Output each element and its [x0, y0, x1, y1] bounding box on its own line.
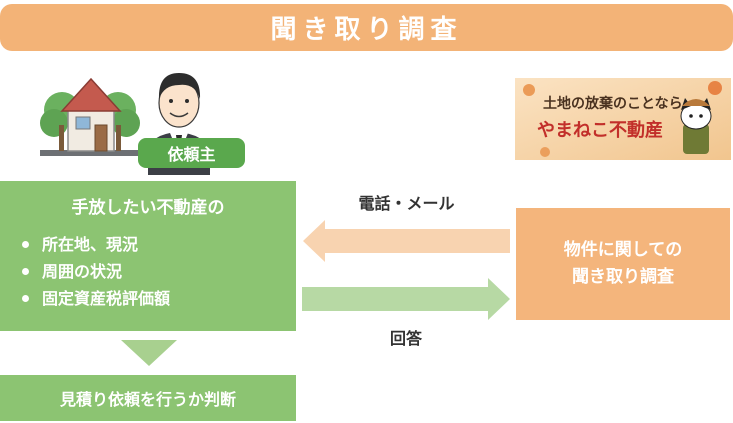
answer-label: 回答 [389, 329, 422, 348]
right-arrow-icon [302, 278, 510, 320]
bullet-icon [22, 268, 29, 275]
list-item: 所在地、現況 [22, 231, 170, 258]
contact-method-label: 電話・メール [358, 194, 455, 213]
client-label: 依頼主 [138, 138, 245, 168]
company-logo: 土地の放棄のことなら やまねこ不動産 [515, 78, 731, 160]
logo-tagline: 土地の放棄のことなら [543, 95, 683, 111]
down-arrow-icon [121, 340, 177, 366]
survey-box: 物件に関しての 聞き取り調査 [516, 208, 730, 320]
decision-box: 見積り依頼を行うか判断 [0, 375, 296, 421]
client-info-box: 手放したい不動産の 所在地、現況 周囲の状況 固定資産税評価額 [0, 181, 296, 331]
list-item: 周囲の状況 [22, 258, 170, 285]
survey-line-1: 物件に関しての [563, 240, 683, 260]
house-icon [60, 77, 122, 152]
client-box-heading: 手放したい不動産の [71, 198, 225, 218]
client-info-list: 所在地、現況 周囲の状況 固定資産税評価額 [22, 231, 170, 312]
bullet-icon [22, 295, 29, 302]
survey-line-2: 聞き取り調査 [572, 267, 674, 287]
left-arrow-icon [303, 220, 510, 262]
list-item: 固定資産税評価額 [22, 285, 170, 312]
bullet-icon [22, 241, 29, 248]
ground [40, 150, 140, 156]
cat-mascot-icon [680, 98, 712, 154]
logo-company-name: やまねこ不動産 [537, 119, 663, 140]
page-title: 聞き取り調査 [0, 4, 733, 51]
